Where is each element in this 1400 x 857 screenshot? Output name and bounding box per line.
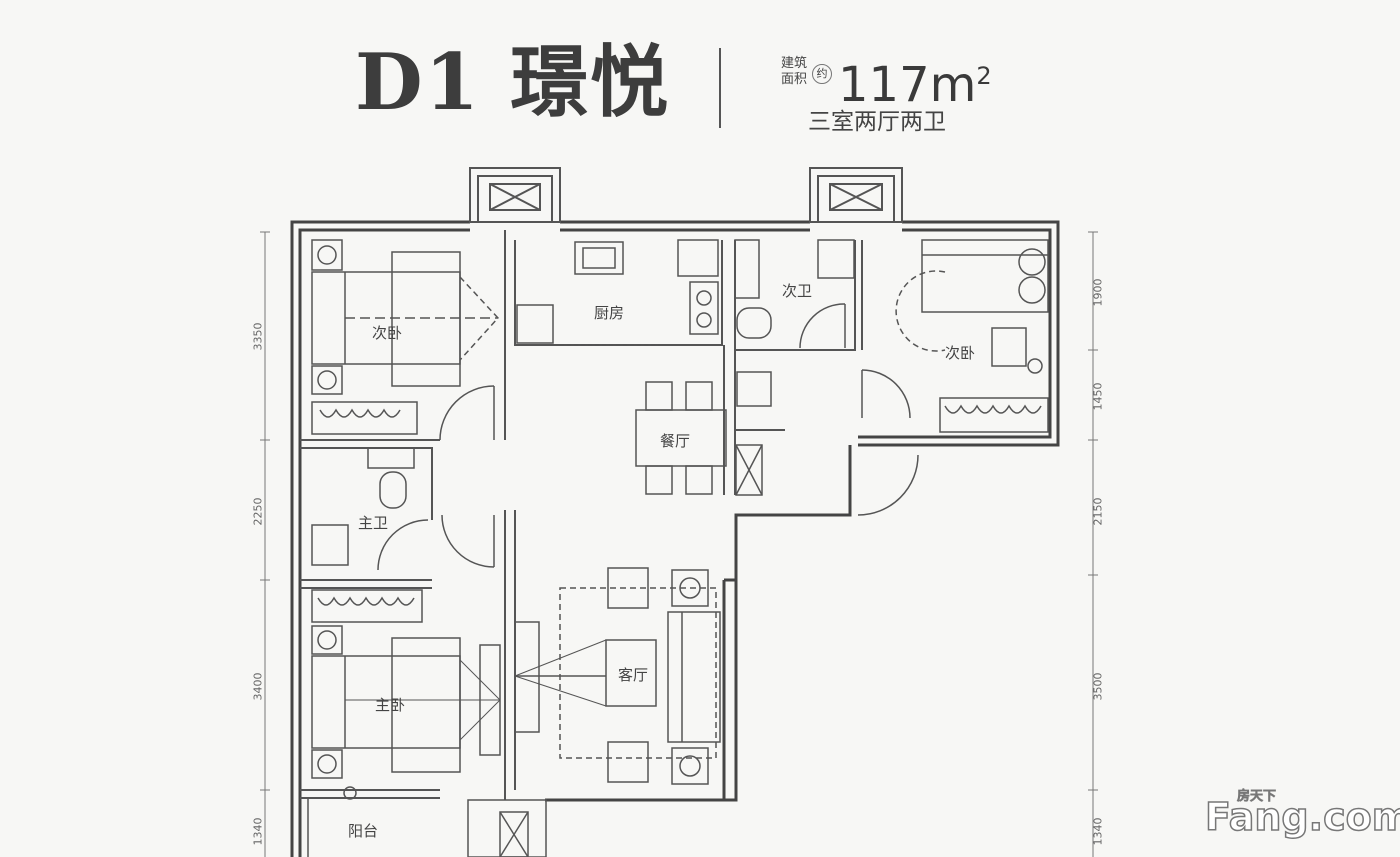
dimension-right-3: 2150 — [1091, 497, 1105, 526]
area-number: 117m — [838, 57, 977, 113]
dimension-left-2: 2250 — [251, 497, 265, 526]
dimension-right-5: 1340 — [1091, 817, 1105, 846]
watermark-logo: 房天下 Fang.com — [1204, 785, 1400, 845]
watermark-small-text: 房天下 — [1237, 789, 1277, 805]
room-label-second-bathroom: 次卫 — [782, 282, 813, 300]
area-unit-superscript: 2 — [976, 62, 992, 90]
header: D1 璟悦 建筑 面积 约 117m2 三室两厅两卫 — [0, 0, 1400, 160]
watermark-main-text: Fang.com — [1204, 794, 1400, 840]
room-label-balcony: 阳台 — [348, 822, 379, 840]
dimension-left-4: 1340 — [251, 817, 265, 846]
outer-walls — [290, 220, 1060, 857]
dimension-left-1: 3350 — [251, 322, 265, 351]
second-bathroom-fixtures — [734, 239, 855, 407]
area-value: 117m2 — [838, 46, 992, 115]
room-label-kitchen: 厨房 — [594, 304, 625, 322]
living-room-furniture — [514, 567, 721, 785]
title-divider — [719, 48, 721, 128]
balcony-details — [307, 798, 547, 857]
dimension-lines — [260, 231, 1098, 857]
room-label-living: 客厅 — [618, 666, 649, 684]
layout-description: 三室两厅两卫 — [808, 109, 946, 135]
master-bedroom-furniture — [311, 625, 501, 800]
master-bathroom-fixtures — [311, 447, 495, 623]
room-label-master-bathroom: 主卫 — [358, 514, 389, 532]
area-label: 建筑 面积 — [781, 56, 825, 88]
dimension-left-3: 3400 — [251, 672, 265, 701]
kitchen-fixtures — [516, 239, 719, 346]
second-bedroom-left-furniture — [311, 239, 500, 441]
dining-table — [635, 381, 763, 496]
second-bedroom-right-furniture — [857, 239, 1049, 516]
plan-title: D1 璟悦 — [355, 37, 671, 128]
dimension-right-1: 1900 — [1091, 278, 1105, 307]
window-bay-left — [469, 167, 561, 223]
window-bay-right — [809, 167, 903, 223]
room-label-dining: 餐厅 — [660, 432, 691, 450]
room-label-master-bedroom: 主卧 — [375, 696, 406, 714]
room-label-second-bedroom-left: 次卧 — [372, 324, 403, 342]
area-approx-badge: 约 — [812, 64, 832, 84]
dimension-right-4: 3500 — [1091, 672, 1105, 701]
room-label-second-bedroom-right: 次卧 — [945, 344, 976, 362]
dimension-right-2: 1450 — [1091, 382, 1105, 411]
area-label-line2: 面积 — [781, 72, 808, 87]
area-label-line1: 建筑 — [781, 56, 808, 71]
